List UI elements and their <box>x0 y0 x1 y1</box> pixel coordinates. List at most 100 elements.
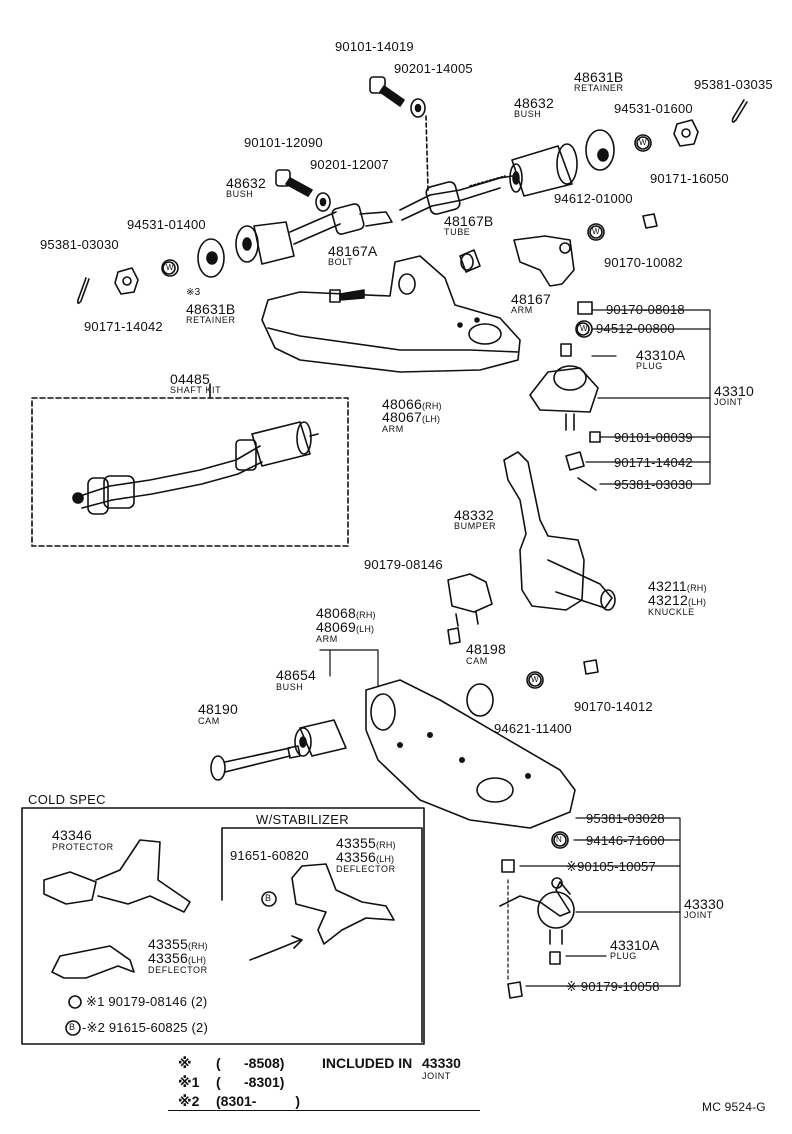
label-43355-stab: 43355(RH) <box>336 836 396 850</box>
cold-nut-icon <box>68 995 82 1009</box>
label-90170-08018: 90170-08018 <box>606 302 685 317</box>
upper-shaft-right-drawing <box>399 175 513 221</box>
arrow-curve <box>249 939 301 961</box>
label-48632-left: 48632 <box>226 175 266 191</box>
label-deflector-cold: DEFLECTOR <box>148 965 208 975</box>
label-95381-03030-right: 95381-03030 <box>614 477 693 492</box>
w-marker-94531-01600: W <box>639 138 647 147</box>
label-43310A-bottom: 43310A <box>610 937 660 953</box>
label-94612-01000: 94612-01000 <box>554 191 633 206</box>
label-90101-14019: 90101-14019 <box>335 39 414 54</box>
label-43212: 43212(LH) <box>648 593 706 607</box>
cold-spec-title: COLD SPEC <box>28 792 106 807</box>
legend-r2-mark: ※1 <box>178 1074 200 1090</box>
label-90101-12090: 90101-12090 <box>244 135 323 150</box>
b-marker-stab: B <box>265 893 272 903</box>
label-joint-43310: JOINT <box>714 397 743 407</box>
label-48190: 48190 <box>198 701 238 717</box>
legend-r2-range: ( -8301) <box>216 1074 285 1090</box>
shaftkit-drawing <box>72 421 319 515</box>
b-marker-stab-circle <box>261 891 277 907</box>
label-shaft-kit: SHAFT KIT <box>170 385 222 395</box>
cold-bolt-b-line: -※2 91615-60825 (2) <box>82 1020 208 1035</box>
label-43355-cold-side: (RH) <box>187 941 208 951</box>
b-marker-cold-circle <box>65 1020 81 1036</box>
cold-spec-box <box>21 807 425 1045</box>
protector-43346-drawing <box>43 839 191 913</box>
label-95381-03028: 95381-03028 <box>586 811 665 826</box>
label-plug-top: PLUG <box>636 361 663 371</box>
label-94621-11400: 94621-11400 <box>494 721 572 736</box>
label-43355-stab-side: (RH) <box>375 840 396 850</box>
label-43355-stab-number: 43355 <box>336 835 376 851</box>
shaftkit-box <box>31 383 349 547</box>
label-43346: 43346 <box>52 827 92 843</box>
label-48068-side: (RH) <box>355 610 376 620</box>
label-43356-stab-number: 43356 <box>336 849 376 865</box>
label-knuckle: KNUCKLE <box>648 607 695 617</box>
knuckle-43211-drawing <box>503 451 616 611</box>
cam-48198-drawing <box>466 683 494 717</box>
arrow-head <box>291 935 303 949</box>
label-48068-number: 48068 <box>316 605 356 621</box>
bumper-48332-drawing <box>447 573 493 627</box>
label-arm-lower: ARM <box>316 634 338 644</box>
bolt-90179-08146-drawing <box>447 627 461 645</box>
label-48069: 48069(LH) <box>316 620 374 634</box>
label-43212-side: (LH) <box>687 597 707 607</box>
nut-90170-10082-drawing <box>642 213 658 229</box>
label-joint-43330: JOINT <box>684 910 713 920</box>
joint-43330-drawing <box>499 833 575 999</box>
label-48332: 48332 <box>454 507 494 523</box>
label-90201-12007: 90201-12007 <box>310 157 389 172</box>
label-90105-10057: ※90105-10057 <box>566 859 656 874</box>
label-43356-cold-number: 43356 <box>148 950 188 966</box>
label-43356-stab-side: (LH) <box>375 854 395 864</box>
label-90171-14042-right: 90171-14042 <box>614 455 693 470</box>
label-48067-number: 48067 <box>382 409 422 425</box>
label-retainer-left: RETAINER <box>186 315 236 325</box>
cold-bolt-line: ※1 90179-08146 (2) <box>86 994 208 1009</box>
label-43355-cold: 43355(RH) <box>148 937 208 951</box>
washer-94621-11400-drawing <box>528 673 542 687</box>
retainer-48631B-left-drawing <box>197 238 225 278</box>
label-43310A-top: 43310A <box>636 347 686 363</box>
label-90170-10082: 90170-10082 <box>604 255 683 270</box>
label-bush-48654: BUSH <box>276 682 304 692</box>
label-48632-top: 48632 <box>514 95 554 111</box>
label-43330: 43330 <box>684 896 724 912</box>
label-arm-upper: ARM <box>382 424 404 434</box>
b-marker-cold: B <box>69 1022 76 1032</box>
label-43356-stab: 43356(LH) <box>336 850 394 864</box>
label-43211-number: 43211 <box>648 578 687 594</box>
label-deflector-stab: DEFLECTOR <box>336 864 396 874</box>
legend-r1-mark: ※ <box>178 1055 192 1071</box>
retainer-48631B-top-drawing <box>585 129 615 171</box>
label-arm-48167: ARM <box>511 305 533 315</box>
label-43211-side: (RH) <box>686 583 707 593</box>
deflector-43355-cold-drawing <box>51 945 135 979</box>
label-mark-3: ※3 <box>186 287 201 298</box>
label-48654: 48654 <box>276 667 316 683</box>
label-43355-cold-number: 43355 <box>148 936 188 952</box>
nut-90171-16050-drawing <box>673 119 699 147</box>
pin-95381-03035-drawing <box>731 99 748 123</box>
label-94146-71600: 94146-71600 <box>586 833 665 848</box>
label-90171-16050: 90171-16050 <box>650 171 729 186</box>
label-95381-03035: 95381-03035 <box>694 77 773 92</box>
upper-shaft-left-drawing <box>289 203 393 245</box>
label-bush-top: BUSH <box>514 109 542 119</box>
washer-marker-circles <box>161 134 652 849</box>
label-48167A: 48167A <box>328 243 378 259</box>
legend-r1-text: INCLUDED IN <box>322 1055 413 1071</box>
label-48167: 48167 <box>511 291 551 307</box>
cam-48190-drawing <box>210 745 301 781</box>
label-90179-08146: 90179-08146 <box>364 557 443 572</box>
label-43310: 43310 <box>714 383 754 399</box>
washer-94531-01400-drawing <box>162 261 176 275</box>
label-95381-03030-left: 95381-03030 <box>40 237 119 252</box>
label-48068: 48068(RH) <box>316 606 376 620</box>
nut-90171-14042-left-drawing <box>114 267 139 295</box>
label-43356-cold-side: (LH) <box>187 955 207 965</box>
